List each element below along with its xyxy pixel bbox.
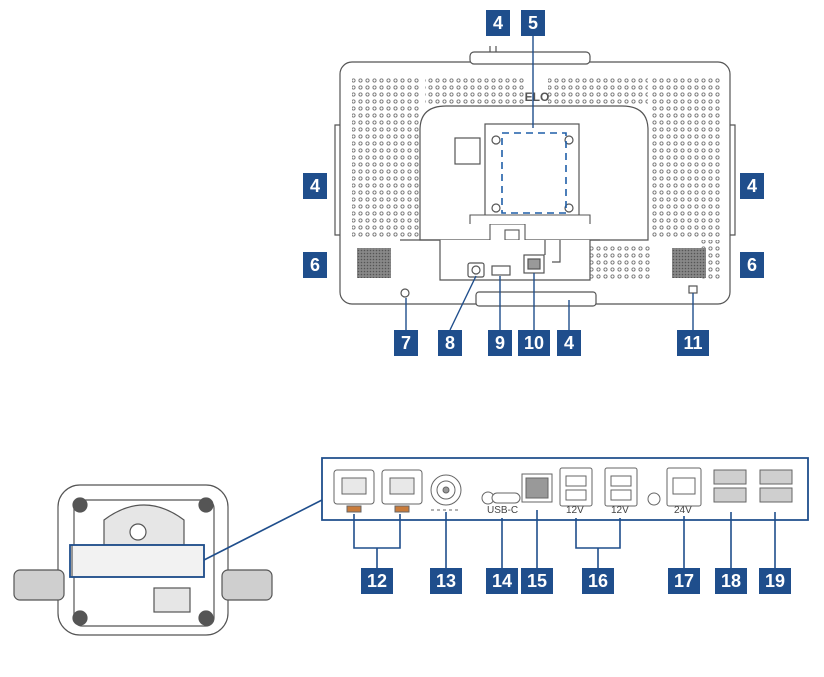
12v-label-a: 12V: [566, 505, 584, 516]
rj-ports-12: [333, 469, 423, 513]
12v-label-b: 12V: [611, 505, 629, 516]
cable-bracket: [469, 214, 591, 243]
power-port-17: [666, 467, 702, 507]
usb-ports-19: [759, 469, 793, 503]
stand-base-view: [13, 484, 273, 636]
mount-plate: [454, 123, 580, 220]
vent-right: [650, 78, 720, 238]
vent-top-left: [425, 78, 525, 106]
zoom-leader-lines: [203, 499, 323, 561]
callout-15: 15: [521, 568, 553, 594]
brand-logo: ELO: [525, 90, 550, 104]
callout-4-left: 4: [303, 173, 327, 199]
bottom-leader-lines: [353, 510, 776, 568]
callout-18: 18: [715, 568, 747, 594]
speaker-left: [357, 248, 391, 278]
speaker-right: [672, 248, 706, 278]
io-panel-zoom: [321, 457, 809, 521]
vent-top-right: [548, 78, 648, 106]
callout-9: 9: [488, 330, 512, 356]
callout-19: 19: [759, 568, 791, 594]
rj-port-15: [521, 473, 553, 503]
callout-5: 5: [521, 10, 545, 36]
vent-left: [352, 78, 420, 238]
callout-10: 10: [518, 330, 550, 356]
callout-14: 14: [486, 568, 518, 594]
callout-4-top: 4: [486, 10, 510, 36]
top-leader-lines: [405, 35, 694, 331]
callout-13: 13: [430, 568, 462, 594]
button-icon: [400, 288, 410, 298]
callout-4-right: 4: [740, 173, 764, 199]
callout-7: 7: [394, 330, 418, 356]
dc-power-13: [430, 474, 462, 511]
io-zoom-highlight: [69, 544, 205, 578]
jack-icon: [647, 492, 661, 506]
power-ports-16: [559, 467, 638, 507]
usb-c-label: USB-C: [487, 505, 519, 516]
usb-ports-18: [713, 469, 747, 503]
callout-6-left: 6: [303, 252, 327, 278]
callout-6-right: 6: [740, 252, 764, 278]
lower-io-panel: [400, 239, 600, 307]
usb-c-port: [491, 492, 521, 504]
callout-16: 16: [582, 568, 614, 594]
callout-11: 11: [677, 330, 709, 356]
callout-17: 17: [668, 568, 700, 594]
callout-4-bottom: 4: [557, 330, 581, 356]
24v-label: 24V: [674, 505, 692, 516]
callout-12: 12: [361, 568, 393, 594]
callout-8: 8: [438, 330, 462, 356]
